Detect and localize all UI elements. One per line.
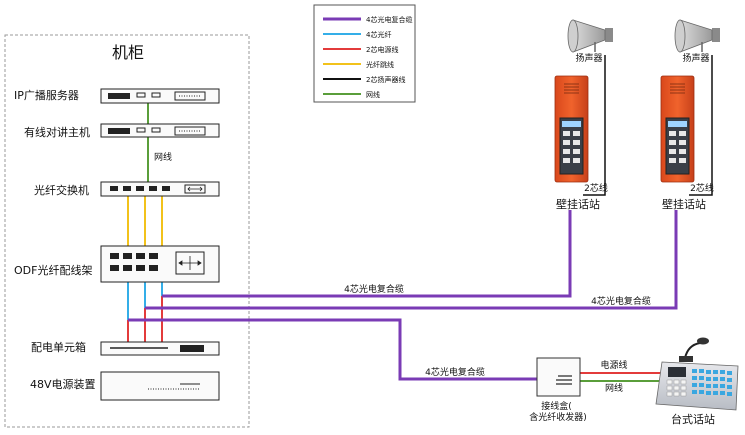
legend-label: 4芯光纤 bbox=[366, 30, 391, 39]
cable-to-wall-station-2 bbox=[145, 210, 678, 310]
power-unit-label: 配电单元箱 bbox=[31, 340, 86, 354]
wall-station-2-label: 壁挂话站 bbox=[662, 197, 706, 211]
legend-item: 2芯扬声器线 bbox=[323, 75, 405, 84]
legend-item: 光纤跳线 bbox=[323, 60, 394, 69]
desk-station: 台式话站 bbox=[655, 337, 739, 426]
cable-label-wall-1: 4芯光电复合缆 bbox=[344, 283, 404, 295]
speaker-1-label: 扬声器 bbox=[575, 52, 602, 64]
legend-item: 4芯光电复合缆 bbox=[323, 15, 412, 24]
cable-to-junction-box bbox=[128, 318, 537, 381]
ip-server-label: IP广播服务器 bbox=[14, 88, 79, 102]
legend-label: 2芯电源线 bbox=[366, 45, 398, 54]
power-unit bbox=[100, 341, 220, 356]
desk-network-label: 网线 bbox=[605, 382, 623, 394]
legend-label: 2芯扬声器线 bbox=[366, 75, 405, 84]
ip-server bbox=[100, 88, 220, 104]
wall-station-2: 壁挂话站 bbox=[660, 75, 706, 211]
odf-rack-label: ODF光纤配线架 bbox=[14, 263, 92, 277]
speaker-wire-2-label: 2芯线 bbox=[690, 182, 714, 194]
wall-station-1: 壁挂话站 bbox=[554, 75, 600, 211]
horn-speaker-icon bbox=[674, 19, 720, 53]
desk-station-label: 台式话站 bbox=[671, 412, 715, 426]
junction-box-icon bbox=[556, 375, 572, 385]
fiber-switch-label: 光纤交换机 bbox=[34, 183, 89, 197]
legend-item: 2芯电源线 bbox=[323, 45, 398, 54]
wall-phone-icon bbox=[660, 75, 695, 183]
legend-item: 4芯光纤 bbox=[323, 30, 391, 39]
speaker-wire-2 bbox=[689, 55, 713, 196]
fiber-switch bbox=[100, 181, 220, 197]
wall-station-1-label: 壁挂话站 bbox=[556, 197, 600, 211]
network-cable-label: 网线 bbox=[154, 151, 172, 163]
cable-label-wall-2: 4芯光电复合缆 bbox=[591, 295, 651, 307]
speaker-2-label: 扬声器 bbox=[682, 52, 709, 64]
legend-box bbox=[313, 4, 416, 103]
legend-item: 网线 bbox=[323, 90, 380, 99]
junction-box-label: 接线盒( 含光纤收发器) bbox=[529, 400, 587, 423]
desk-keypad-icon bbox=[655, 361, 739, 411]
speaker-wire-1 bbox=[583, 55, 606, 196]
intercom-host-label: 有线对讲主机 bbox=[24, 125, 90, 139]
legend-label: 4芯光电复合缆 bbox=[366, 15, 412, 24]
cable-label-junction: 4芯光电复合缆 bbox=[425, 366, 485, 378]
speaker-2: 扬声器 bbox=[674, 19, 720, 64]
cable-to-wall-station-1 bbox=[162, 210, 572, 298]
legend-label: 网线 bbox=[366, 90, 380, 99]
speaker-1: 扬声器 bbox=[567, 19, 613, 64]
speaker-wire-1-label: 2芯线 bbox=[584, 182, 608, 194]
desk-power-label: 电源线 bbox=[600, 359, 627, 371]
horn-speaker-icon bbox=[567, 19, 613, 53]
junction-box-body bbox=[536, 357, 581, 397]
composite-cables bbox=[128, 210, 678, 381]
legend-label: 光纤跳线 bbox=[366, 60, 394, 69]
intercom-host bbox=[100, 123, 220, 138]
junction-box: 接线盒( 含光纤收发器) bbox=[529, 357, 587, 423]
psu-48v bbox=[100, 371, 220, 401]
psu-48v-label: 48V电源装置 bbox=[30, 377, 96, 391]
desk-microphone-icon bbox=[679, 337, 709, 362]
wall-phone-icon bbox=[554, 75, 589, 183]
cabinet-boundary bbox=[4, 34, 250, 428]
cabinet-title: 机柜 bbox=[112, 43, 144, 62]
odf-rack bbox=[100, 245, 220, 283]
